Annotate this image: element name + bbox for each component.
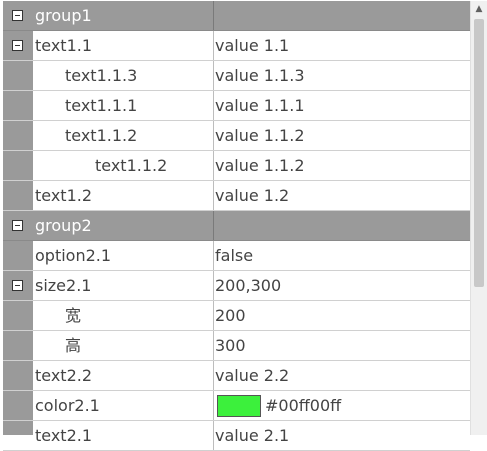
group-row[interactable]: group2	[3, 211, 470, 241]
property-label-cell: text2.2	[33, 361, 214, 390]
property-label-cell: group1	[33, 1, 214, 30]
property-value: value 1.2	[215, 186, 290, 205]
property-rows: group1 text1.1 value 1.1 text1.1.3 value 1.1…	[3, 1, 470, 451]
collapse-minus-icon[interactable]	[12, 280, 23, 291]
property-value: value 1.1.1	[215, 96, 305, 115]
property-label: text1.2	[35, 186, 93, 205]
property-value: value 1.1.2	[215, 126, 305, 145]
property-label-cell: color2.1	[33, 391, 214, 420]
property-value: 200,300	[215, 276, 282, 295]
property-value-cell[interactable]: value 1.1.1	[215, 91, 470, 120]
property-row[interactable]: size2.1 200,300	[3, 271, 470, 301]
property-value: 200	[215, 306, 246, 325]
property-row[interactable]: color2.1 #00ff00ff	[3, 391, 470, 421]
property-label-cell: text1.1.3	[33, 61, 214, 90]
scrollbar-thumb[interactable]	[474, 19, 484, 287]
property-value: 300	[215, 336, 246, 355]
property-label: 高	[65, 336, 82, 355]
property-label: text2.2	[35, 366, 93, 385]
property-row[interactable]: text1.2 value 1.2	[3, 181, 470, 211]
property-value-cell[interactable]: value 2.2	[215, 361, 470, 390]
property-value-cell[interactable]: value 2.1	[215, 421, 470, 450]
group-label: group2	[35, 216, 92, 235]
property-label-cell: text1.1.2	[33, 121, 214, 150]
property-label: 宽	[65, 306, 82, 325]
property-value-cell[interactable]: 300	[215, 331, 470, 360]
property-row[interactable]: text2.1 value 2.1	[3, 421, 470, 451]
property-label-cell: 高	[33, 331, 214, 360]
property-value: value 2.2	[215, 366, 290, 385]
property-value: value 1.1.3	[215, 66, 305, 85]
property-value-cell[interactable]: #00ff00ff	[215, 391, 470, 420]
property-label-cell: text1.1	[33, 31, 214, 60]
property-value-cell[interactable]: value 1.1.2	[215, 121, 470, 150]
property-value-cell[interactable]: value 1.1.3	[215, 61, 470, 90]
property-value-cell	[215, 211, 470, 240]
property-value-cell	[215, 1, 470, 30]
property-value: value 1.1.2	[215, 156, 305, 175]
property-label-cell: group2	[33, 211, 214, 240]
property-value: value 2.1	[215, 426, 290, 445]
property-label: size2.1	[35, 276, 92, 295]
property-row[interactable]: text1.1.2 value 1.1.2	[3, 151, 470, 181]
property-value-cell[interactable]: value 1.2	[215, 181, 470, 210]
property-grid: group1 text1.1 value 1.1 text1.1.3 value 1.1…	[3, 1, 470, 451]
property-label: color2.1	[35, 396, 100, 415]
property-label-cell: text1.1.1	[33, 91, 214, 120]
property-row[interactable]: 高 300	[3, 331, 470, 361]
property-label-cell: text1.1.2	[33, 151, 214, 180]
property-label: text1.1.2	[95, 156, 168, 175]
property-row[interactable]: 宽 200	[3, 301, 470, 331]
property-label: text1.1	[35, 36, 93, 55]
property-row[interactable]: option2.1 false	[3, 241, 470, 271]
collapse-minus-icon[interactable]	[12, 40, 23, 51]
property-label-cell: option2.1	[33, 241, 214, 270]
property-row[interactable]: text1.1.1 value 1.1.1	[3, 91, 470, 121]
collapse-minus-icon[interactable]	[12, 220, 23, 231]
property-row[interactable]: text1.1.3 value 1.1.3	[3, 61, 470, 91]
property-row[interactable]: text2.2 value 2.2	[3, 361, 470, 391]
property-value-cell[interactable]: value 1.1.2	[215, 151, 470, 180]
property-value-cell[interactable]: false	[215, 241, 470, 270]
property-row[interactable]: text1.1 value 1.1	[3, 31, 470, 61]
group-label: group1	[35, 6, 92, 25]
collapse-minus-icon[interactable]	[12, 10, 23, 21]
property-value: #00ff00ff	[265, 396, 342, 415]
property-label: text1.1.2	[65, 126, 138, 145]
property-row[interactable]: text1.1.2 value 1.1.2	[3, 121, 470, 151]
property-label-cell: text1.2	[33, 181, 214, 210]
property-label-cell: size2.1	[33, 271, 214, 300]
group-row[interactable]: group1	[3, 1, 470, 31]
property-value-cell[interactable]: value 1.1	[215, 31, 470, 60]
property-label: text1.1.1	[65, 96, 138, 115]
property-value: value 1.1	[215, 36, 290, 55]
property-label: text1.1.3	[65, 66, 138, 85]
scroll-up-arrow-icon[interactable]: ▲	[475, 4, 483, 14]
property-label: option2.1	[35, 246, 112, 265]
property-value-cell[interactable]: 200,300	[215, 271, 470, 300]
property-label: text2.1	[35, 426, 93, 445]
property-value: false	[215, 246, 254, 265]
vertical-scrollbar[interactable]: ▲	[470, 1, 487, 435]
property-label-cell: text2.1	[33, 421, 214, 450]
color-swatch[interactable]	[217, 395, 261, 417]
property-value-cell[interactable]: 200	[215, 301, 470, 330]
property-label-cell: 宽	[33, 301, 214, 330]
